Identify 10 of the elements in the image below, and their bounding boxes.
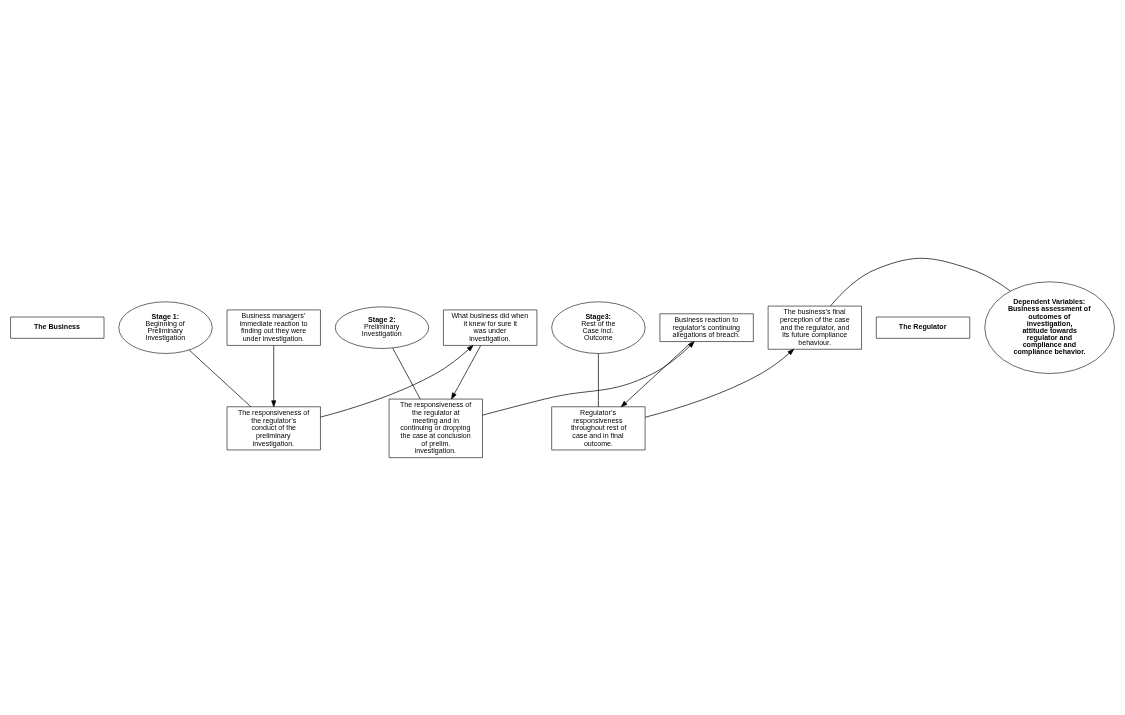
arrow	[620, 341, 693, 408]
connector	[830, 257, 1011, 307]
arrow	[271, 345, 277, 408]
connector	[188, 349, 252, 408]
arrow	[482, 341, 695, 416]
arrow	[320, 345, 474, 418]
connector	[598, 353, 599, 407]
arrow	[644, 348, 795, 418]
arrow	[451, 345, 482, 400]
connector	[392, 347, 421, 400]
